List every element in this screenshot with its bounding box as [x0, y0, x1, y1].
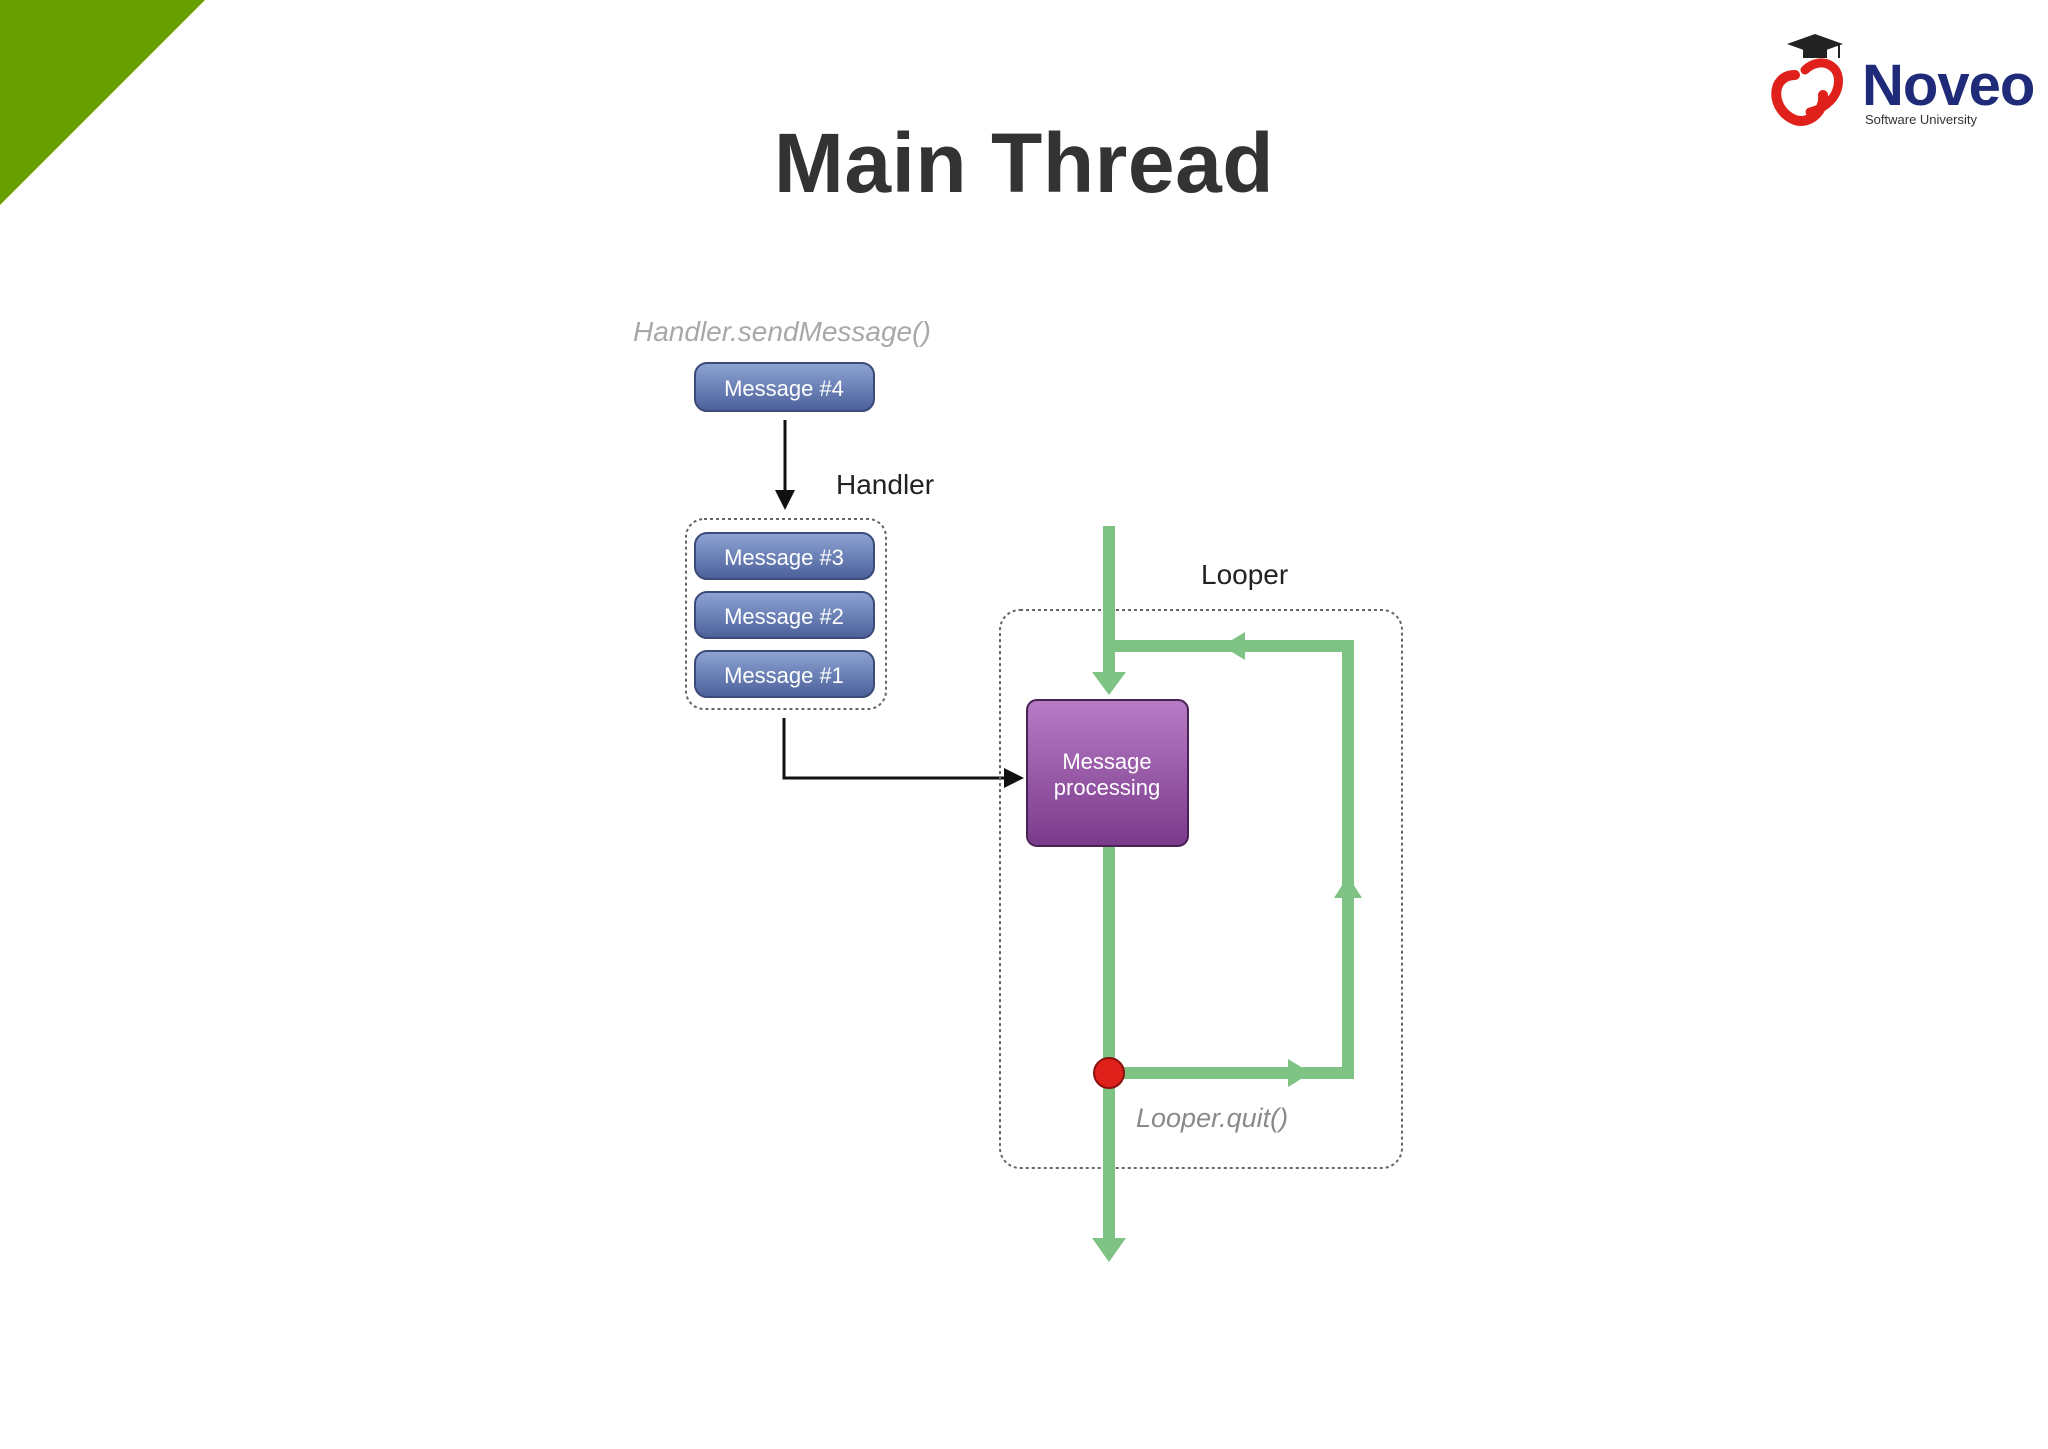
loop-arrowhead-up	[1334, 876, 1362, 898]
processing-label-line2: processing	[1054, 775, 1160, 800]
queue-message-1: Message #1	[694, 650, 875, 698]
page-title: Main Thread	[773, 116, 1275, 210]
queue-message-2-label: Message #2	[724, 604, 844, 629]
message-processing-box: Message processing	[1026, 699, 1189, 847]
handler-arrow	[775, 420, 795, 510]
queue-message-2: Message #2	[694, 591, 875, 639]
dispatch-arrow	[782, 718, 1024, 788]
send-message-label: Handler.sendMessage()	[633, 316, 931, 347]
incoming-message-box: Message #4	[694, 362, 875, 412]
logo-name: Noveo	[1862, 53, 2035, 118]
looper-label: Looper	[1201, 559, 1288, 590]
noveo-logo-icon	[1771, 34, 1843, 126]
processing-label-line1: Message	[1062, 749, 1151, 774]
queue-message-1-label: Message #1	[724, 663, 844, 688]
corner-decoration	[0, 0, 205, 205]
exit-arrowhead-down	[1092, 1238, 1126, 1262]
looper-box	[999, 609, 1403, 1169]
logo-subtitle: Software University	[1865, 112, 1977, 127]
queue-message-3-label: Message #3	[724, 545, 844, 570]
message-queue-box	[685, 518, 887, 710]
loop-arrowhead-down	[1092, 672, 1126, 695]
looper-quit-label: Looper.quit()	[1136, 1103, 1288, 1133]
loop-arrowhead-right	[1288, 1059, 1311, 1087]
incoming-message-label: Message #4	[724, 376, 844, 401]
queue-message-3: Message #3	[694, 532, 875, 580]
quit-point	[1093, 1057, 1125, 1089]
handler-label: Handler	[836, 469, 934, 500]
loop-arrowhead-left	[1222, 632, 1245, 660]
